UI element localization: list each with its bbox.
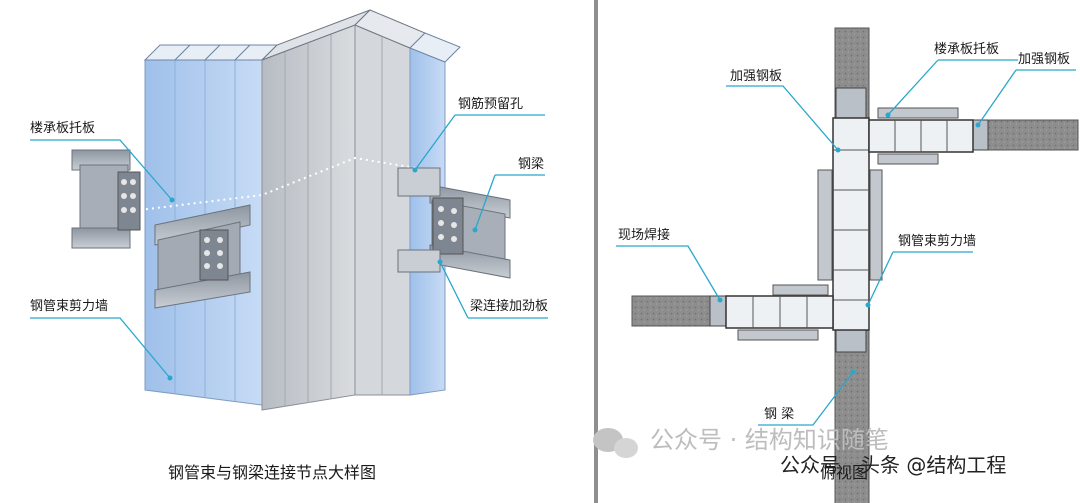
concrete-wall-left — [631, 295, 723, 327]
label-tube-wall: 钢管束剪力墙 — [30, 298, 108, 314]
leader-lines — [30, 114, 548, 379]
label-reinforce-plate-right: 加强钢板 — [1018, 52, 1070, 67]
label-field-weld: 现场焊接 — [618, 227, 670, 243]
concrete-wall-right — [982, 119, 1079, 151]
label-steel-beam-plan: 钢 梁 — [764, 407, 794, 422]
label-stiffener: 梁连接加劲板 — [470, 298, 548, 314]
left-caption: 钢管束与钢梁连接节点大样图 — [168, 463, 376, 482]
isometric-drawing: 楼承板托板 钢筋预留孔 钢梁 钢管束剪力墙 梁连接加劲板 钢管束与钢梁连接节点大… — [30, 9, 548, 482]
steel-beam-left — [71, 149, 141, 249]
tube-wall-diagonal — [261, 9, 371, 411]
tube-bundle-lower-left — [725, 284, 834, 341]
plan-view-panel: 加强钢板 楼承板托板 加强钢板 现场焊接 钢管束剪力墙 钢 梁 俯视图 — [598, 0, 1080, 503]
right-caption: 俯视图 — [820, 463, 868, 482]
tube-bundle-upper-right — [868, 107, 974, 165]
steel-beam-right — [397, 167, 511, 279]
label-tube-wall-plan: 钢管束剪力墙 — [898, 233, 976, 249]
label-reinforce-plate-left: 加强钢板 — [730, 69, 782, 84]
tube-wall-right-wing — [354, 9, 461, 396]
steel-beam-front — [154, 204, 251, 309]
tube-bundle-vertical — [817, 117, 883, 331]
leader-lines-plan — [616, 59, 1076, 426]
panel-divider — [594, 0, 598, 503]
label-rebar-hole: 钢筋预留孔 — [458, 96, 523, 112]
isometric-detail-panel: 楼承板托板 钢筋预留孔 钢梁 钢管束剪力墙 梁连接加劲板 钢管束与钢梁连接节点大… — [30, 9, 548, 482]
rebar-hole-line — [139, 156, 441, 211]
leader-dots — [167, 167, 478, 381]
label-floor-bracket: 楼承板托板 — [30, 121, 95, 136]
label-floor-bracket-plan: 楼承板托板 — [934, 42, 999, 57]
plan-drawing: 加强钢板 楼承板托板 加强钢板 现场焊接 钢管束剪力墙 钢 梁 俯视图 — [616, 27, 1079, 503]
label-steel-beam: 钢梁 — [518, 157, 544, 172]
